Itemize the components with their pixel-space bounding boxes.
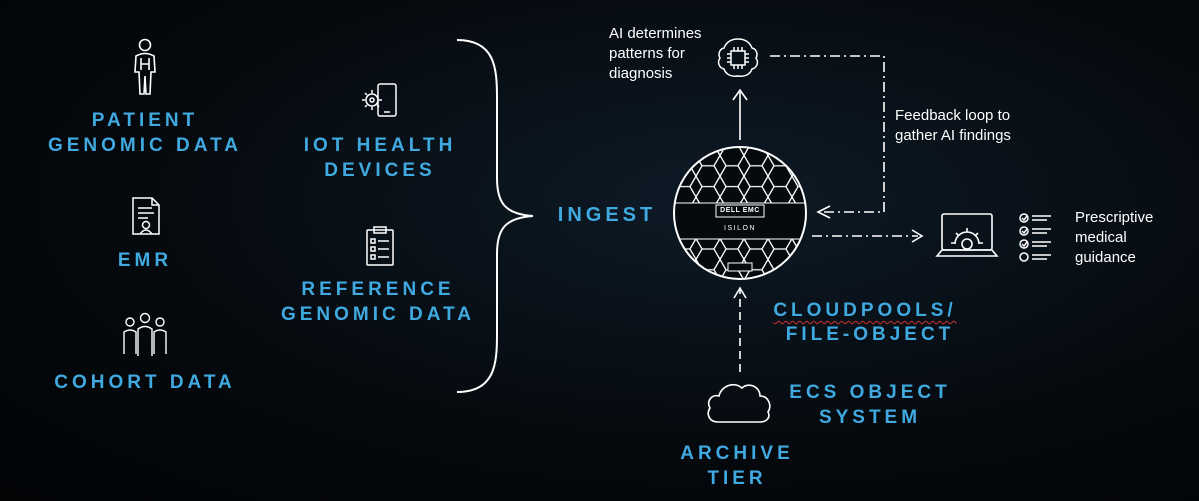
- ai-chip-icon: [716, 36, 760, 80]
- cohort-people-icon: [122, 312, 168, 358]
- reference-clipboard-icon: [365, 225, 395, 267]
- cloud-icon: [704, 378, 774, 424]
- emr-document-icon: [130, 196, 162, 236]
- patient-person-icon: [130, 38, 160, 96]
- cloudpools-label: CLOUDPOOLS/: [760, 298, 970, 323]
- cloudpools-line1: CLOUDPOOLS/: [773, 300, 957, 321]
- feedback-loop-note: Feedback loop to gather AI findings: [895, 107, 1011, 144]
- laptop-gear-icon: [935, 212, 999, 260]
- patient-genomic-data-label: PATIENT GENOMIC DATA: [47, 110, 242, 156]
- cohort-data-label: COHORT DATA: [54, 372, 236, 393]
- isilon-storage-sphere: [672, 145, 808, 281]
- feedback-loop-line: [770, 55, 885, 213]
- isilon-brand-label: DELL EMC: [720, 207, 760, 214]
- ingest-label: INGEST: [557, 204, 657, 226]
- emr-label: EMR: [117, 250, 173, 271]
- ingest-brace: [455, 38, 535, 398]
- ai-determines-note: AI determines patterns for diagnosis: [609, 25, 702, 82]
- reference-genomic-data-label: REFERENCE GENOMIC DATA: [280, 279, 475, 325]
- isilon-name-label: ISILON: [724, 225, 756, 232]
- file-object-label: FILE-OBJECT: [785, 324, 955, 345]
- iot-health-devices-label: IOT HEALTH DEVICES: [303, 135, 457, 181]
- checklist-icon: [1019, 212, 1053, 264]
- iot-device-icon: [360, 82, 404, 118]
- prescriptive-note: Prescriptive medical guidance: [1075, 209, 1154, 266]
- ecs-object-system-label: ECS OBJECT SYSTEM: [789, 382, 951, 428]
- archive-tier-label: ARCHIVE TIER: [680, 443, 794, 489]
